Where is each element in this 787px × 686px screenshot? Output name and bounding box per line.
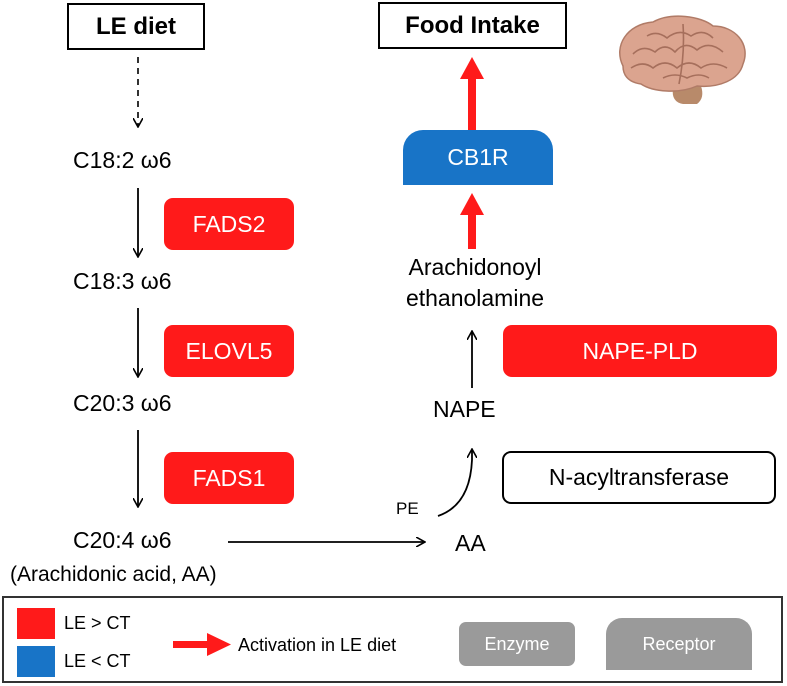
legend-le-gt-ct: LE > CT — [64, 613, 131, 633]
legend-activation-arrow — [173, 633, 231, 656]
fads1-enzyme: FADS1 — [164, 452, 294, 504]
legend-le-lt-ct: LE < CT — [64, 651, 131, 671]
legend-enzyme: Enzyme — [459, 622, 575, 666]
nape-label: NAPE — [433, 396, 496, 422]
arachidonic-acid-note: (Arachidonic acid, AA) — [10, 563, 217, 586]
red-arrow-aea-to-cb1r — [460, 193, 484, 249]
red-arrow-cb1r-to-food — [460, 57, 484, 130]
legend-box — [2, 596, 783, 683]
c18-3-label: C18:3 ω6 — [73, 268, 172, 294]
n-acyltransferase-enzyme: N-acyltransferase — [502, 451, 776, 504]
brain-icon — [613, 14, 749, 104]
legend-activation: Activation in LE diet — [238, 635, 397, 655]
le-diet-title: LE diet — [67, 3, 205, 50]
pe-label: PE — [396, 499, 419, 518]
food-intake-title: Food Intake — [378, 2, 567, 49]
cb1r-receptor: CB1R — [403, 130, 553, 185]
fads2-enzyme: FADS2 — [164, 198, 294, 250]
arrow-aa-to-nape — [437, 450, 472, 517]
aea-label-line1: Arachidonoyl — [408, 254, 542, 280]
aa-label: AA — [455, 530, 486, 556]
c18-2-label: C18:2 ω6 — [73, 147, 172, 173]
aea-label-line2: ethanolamine — [405, 285, 545, 311]
c20-3-label: C20:3 ω6 — [73, 390, 172, 416]
c20-4-label: C20:4 ω6 — [73, 527, 172, 553]
elovl5-enzyme: ELOVL5 — [164, 325, 294, 377]
legend-swatch-down — [17, 646, 55, 677]
legend-receptor: Receptor — [606, 618, 752, 670]
nape-pld-enzyme: NAPE-PLD — [503, 325, 777, 377]
legend-swatch-up — [17, 608, 55, 639]
